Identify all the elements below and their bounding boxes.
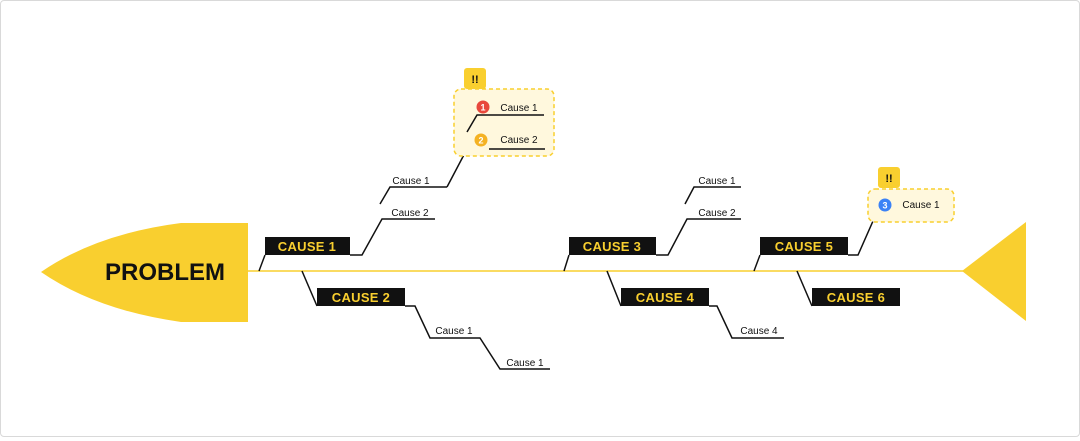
cause-header-label: CAUSE 3 (583, 239, 641, 254)
cause-bone (753, 254, 761, 272)
fish-head[interactable] (41, 223, 248, 322)
group-item-label[interactable]: Cause 1 (500, 103, 538, 114)
cause-branch-4: CAUSE 4 Cause 4 (606, 270, 784, 339)
sub-bone (709, 305, 784, 339)
problem-label: PROBLEM (105, 259, 225, 286)
group-flag-label: !! (471, 74, 478, 86)
sub-cause-label[interactable]: Cause 2 (698, 208, 736, 219)
priority-badge-3 (878, 198, 892, 212)
group-item-label[interactable]: Cause 2 (500, 135, 538, 146)
sub-cause-label[interactable]: Cause 4 (740, 326, 778, 337)
priority-badge-number: 2 (478, 136, 483, 146)
cause-header-box[interactable] (569, 237, 656, 255)
cause-bone (301, 270, 318, 307)
cause-bone (563, 254, 570, 272)
cause-header-label: CAUSE 1 (278, 239, 336, 254)
fish-tail (962, 222, 1026, 321)
sub-bone (466, 114, 544, 133)
cause-header-label: CAUSE 6 (827, 290, 885, 305)
cause-branch-2: CAUSE 2 Cause 1 Cause 1 (301, 270, 550, 370)
sub-bone (656, 218, 741, 256)
cause-header-box[interactable] (621, 288, 709, 306)
sub-bone (350, 218, 435, 256)
priority-badge-number: 3 (882, 201, 887, 211)
cause-header-box[interactable] (317, 288, 405, 306)
cause-bone (258, 254, 266, 272)
cause-branch-6: CAUSE 6 (796, 270, 900, 307)
cause-header-box[interactable] (812, 288, 900, 306)
callout-group-2[interactable]: !! 3 Cause 1 (867, 167, 955, 223)
cause-branch-1: CAUSE 1 Cause 2 Cause 1 (258, 148, 476, 272)
cause-header-label: CAUSE 5 (775, 239, 833, 254)
group-flag-label: !! (885, 173, 892, 185)
cause-header-label: CAUSE 2 (332, 290, 390, 305)
sub-cause-label[interactable]: Cause 1 (392, 176, 430, 187)
priority-badge-1 (476, 100, 490, 114)
sub-bone (405, 305, 550, 370)
cause-header-box[interactable] (265, 237, 350, 255)
sub-cause-label[interactable]: Cause 1 (435, 326, 473, 337)
sub-cause-label[interactable]: Cause 1 (506, 358, 544, 369)
sub-bone (684, 186, 741, 205)
group-flag (878, 167, 900, 188)
priority-badge-2 (474, 133, 488, 147)
priority-badge-number: 1 (480, 103, 485, 113)
group-box (867, 188, 955, 223)
cause-branch-3: CAUSE 3 Cause 2 Cause 1 (563, 176, 741, 272)
cause-header-box[interactable] (760, 237, 848, 255)
sub-cause-label[interactable]: Cause 2 (391, 208, 429, 219)
cause-bone (606, 270, 622, 307)
cause-branch-5: CAUSE 5 (753, 211, 945, 272)
callout-group-1[interactable]: !! 1 Cause 1 2 Cause 2 (453, 68, 555, 157)
sub-bone (379, 186, 447, 205)
cause-header-label: CAUSE 4 (636, 290, 695, 305)
cause-bone (796, 270, 813, 307)
sub-cause-label[interactable]: Cause 1 (698, 176, 736, 187)
group-flag (464, 68, 486, 89)
group-item-label[interactable]: Cause 1 (902, 200, 940, 211)
